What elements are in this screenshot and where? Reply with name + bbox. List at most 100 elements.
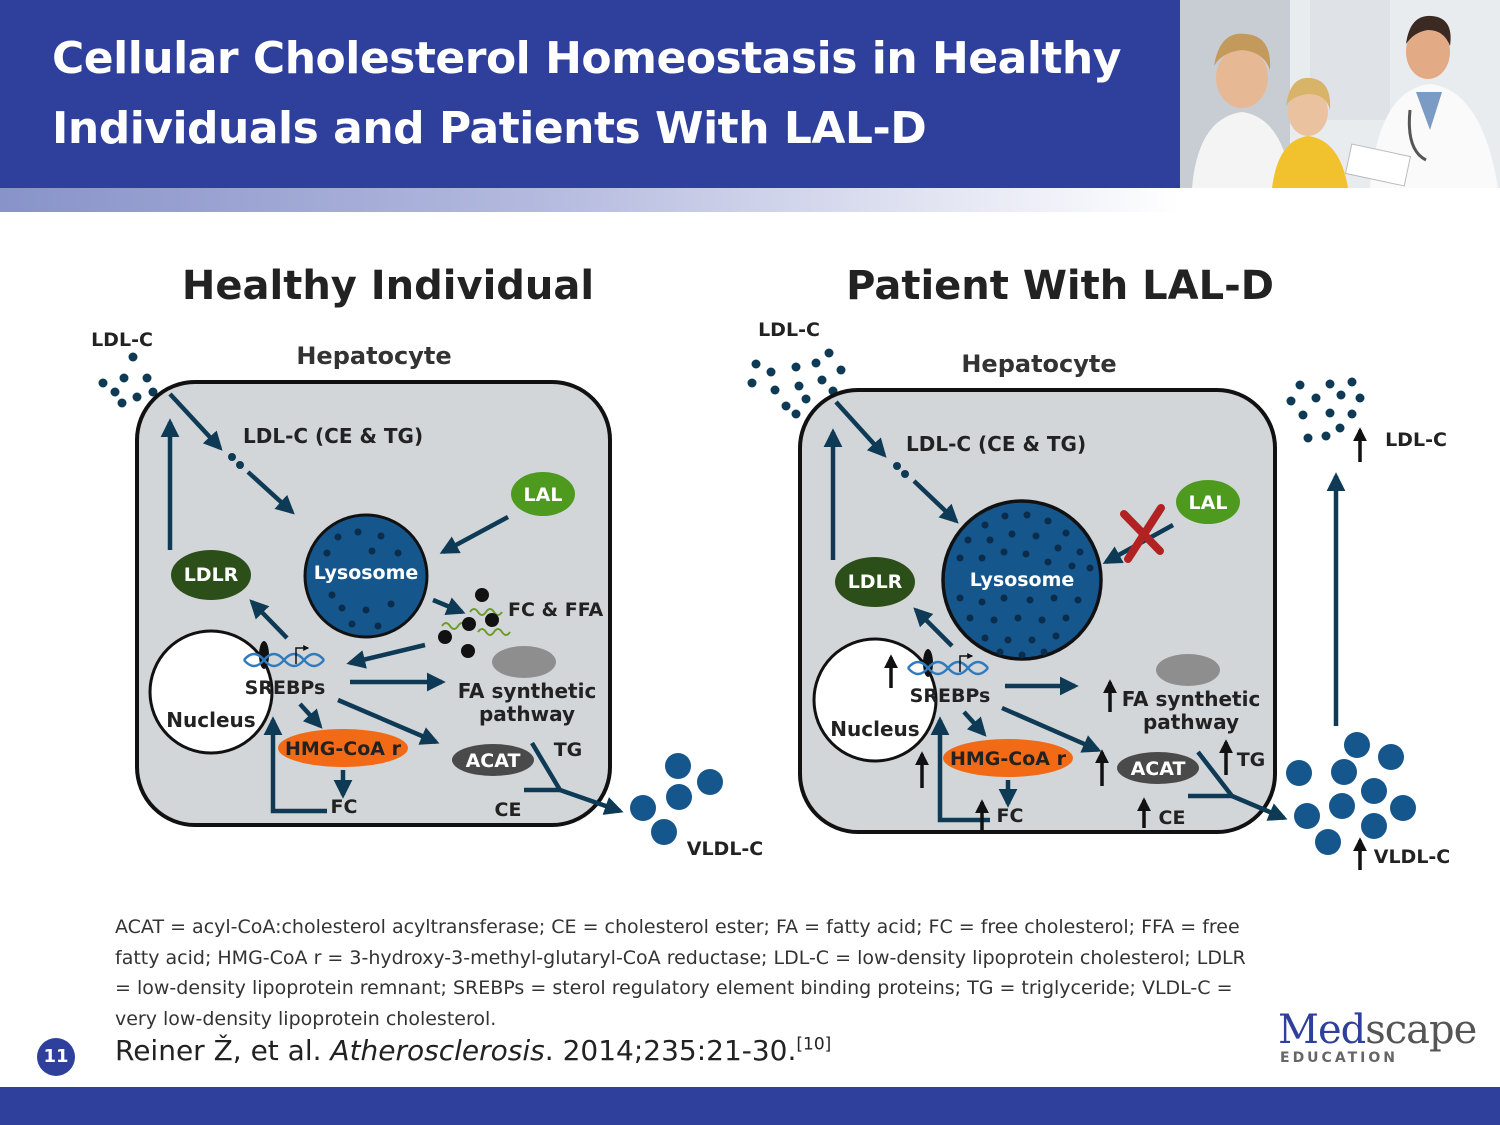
healthy-lysosome-release-arrow [432,597,466,615]
healthy-fa-label-line-2: pathway [479,702,575,726]
healthy-lal-enzyme [511,472,575,516]
healthy-ldlr [171,550,251,600]
lald-fa-organelle [1156,654,1220,686]
citation-ref: [10] [796,1034,832,1055]
healthy-ldl-entry-arrow [168,392,223,451]
citation: Reiner Ž, et al. Atherosclerosis. 2014;2… [115,1034,831,1067]
healthy-fa-organelle [492,646,556,678]
lald-tg-label: TG [1237,749,1266,771]
lald-srebp-to-hmg-arrow [962,710,987,737]
lald-ldl-ce-tg-label: LDL-C (CE & TG) [906,432,1086,456]
lald-lal-enzyme [1176,480,1240,524]
healthy-acat-label: ACAT [466,750,521,772]
healthy-srebp-to-hmg-arrow [298,702,323,729]
healthy-lysosome-label: Lysosome [314,562,419,584]
abbreviations-footnote: ACAT = acyl-CoA:cholesterol acyltransfer… [115,916,1246,1030]
healthy-panel: Healthy Individual Hepatocyte LDL-C LDL-… [91,263,763,860]
lald-lysosome [941,499,1103,661]
healthy-hmg-label: HMG-CoA r [285,738,402,760]
healthy-acat [452,744,534,776]
header-bar: Cellular Cholesterol Homeostasis in Heal… [0,0,1180,188]
healthy-vldl-particles [630,753,723,845]
lald-hmg-coa-reductase [943,739,1073,777]
lald-ce-label: CE [1159,807,1186,829]
lald-hmg-label: HMG-CoA r [950,748,1067,770]
healthy-lal-label: LAL [524,484,563,506]
healthy-vldl-export-arrow [559,787,624,815]
lald-ldl-c-out-label: LDL-C [1385,429,1447,451]
healthy-ldl-ce-tg-label: LDL-C (CE & TG) [243,424,423,448]
lald-blocked-x-icon [1120,504,1165,563]
healthy-fc-ffa-molecules [438,588,511,658]
healthy-ce-label: CE [495,799,522,821]
healthy-fc-ffa-label: FC & FFA [508,599,603,621]
healthy-ldl-particles [98,352,158,408]
lald-acat [1117,752,1199,784]
healthy-ldlr-label: LDLR [184,564,239,586]
header-photo [1180,0,1500,188]
lald-srebps-label: SREBPs [910,685,991,707]
lald-ldlr [835,557,915,607]
healthy-srebp-to-acat-arrow [337,697,440,745]
title-line-2: Individuals and Patients With LAL-D [52,103,927,154]
healthy-panel-title: Healthy Individual [182,263,594,309]
healthy-tg-line [530,741,562,792]
citation-details: . 2014;235:21-30. [544,1034,797,1067]
healthy-lysosome [303,513,429,639]
lald-fa-label-line-1: FA synthetic [1122,687,1261,711]
lald-lysosome-label: Lysosome [970,569,1075,591]
healthy-vldl-label: VLDL-C [687,838,764,860]
lald-panel: Patient With LAL-D Hepatocyte LDL-C LDL-… [747,263,1451,870]
healthy-nucleus-label: Nucleus [166,708,255,732]
healthy-fc-to-srebp-arrow [346,642,426,669]
healthy-transcription-arrow [295,645,310,664]
cholesterol-diagram: Healthy Individual Hepatocyte LDL-C LDL-… [91,263,1451,870]
medscape-education-logo: Medscape EDUCATION [1278,1008,1477,1070]
lald-hepatocyte-label: Hepatocyte [961,350,1116,378]
lald-vldl-label: VLDL-C [1374,846,1451,868]
healthy-fa-label-line-1: FA synthetic [458,679,597,703]
healthy-nucleus [148,629,274,755]
logo-subtitle: EDUCATION [1280,1050,1398,1066]
logo-part-2: scape [1365,1007,1477,1053]
citation-journal: Atherosclerosis [330,1034,545,1067]
lald-vldl-export-arrow [1231,793,1288,821]
healthy-ldl-c-label: LDL-C [91,329,153,351]
logo-wordmark: Medscape [1278,1007,1477,1053]
healthy-srebp-to-ldlr-arrow [249,599,289,640]
lald-nucleus-label: Nucleus [830,717,919,741]
citation-authors: Reiner Ž, et al. [115,1034,331,1067]
lald-lal-label: LAL [1189,492,1228,514]
healthy-lysosome-contents [323,528,402,630]
title-line-1: Cellular Cholesterol Homeostasis in Heal… [52,33,1121,84]
lald-lysosome-contents [956,511,1094,659]
page-title: Cellular Cholesterol Homeostasis in Heal… [52,24,1172,164]
lald-panel-title: Patient With LAL-D [846,263,1274,309]
lald-tg-line [1196,750,1234,798]
lald-ldl-particles-out [1286,377,1365,443]
healthy-lal-arrow [439,515,510,554]
lald-fc-label: FC [997,805,1024,827]
lald-ldl-entry-arrow [834,400,887,458]
healthy-fc-label: FC [331,796,358,818]
lald-ldlr-label: LDLR [848,571,903,593]
lald-fa-label-line-2: pathway [1143,710,1239,734]
lald-ldl-c-in-label: LDL-C [758,319,820,341]
header-gradient-strip [0,188,1180,212]
healthy-hepatocyte-label: Hepatocyte [296,342,451,370]
healthy-ldl-to-lysosome-arrow [246,470,295,515]
lald-acat-label: ACAT [1131,758,1186,780]
lald-transcription-arrow [959,653,974,672]
lald-ldl-to-lysosome-arrow [912,479,959,524]
healthy-srebps-label: SREBPs [245,677,326,699]
healthy-hmg-coa-reductase [278,729,408,767]
lald-fc-feedback-arrow [930,716,990,823]
healthy-tg-label: TG [554,739,583,761]
healthy-dna-strand [243,652,325,668]
lald-srebp-to-acat-arrow [1001,705,1102,753]
lald-nucleus [812,637,938,763]
healthy-fc-feedback-arrow [263,716,327,814]
slide-number-badge: 11 [37,1038,75,1076]
lald-srebp-to-ldlr-arrow [913,607,954,648]
footer-bar [0,1087,1500,1125]
